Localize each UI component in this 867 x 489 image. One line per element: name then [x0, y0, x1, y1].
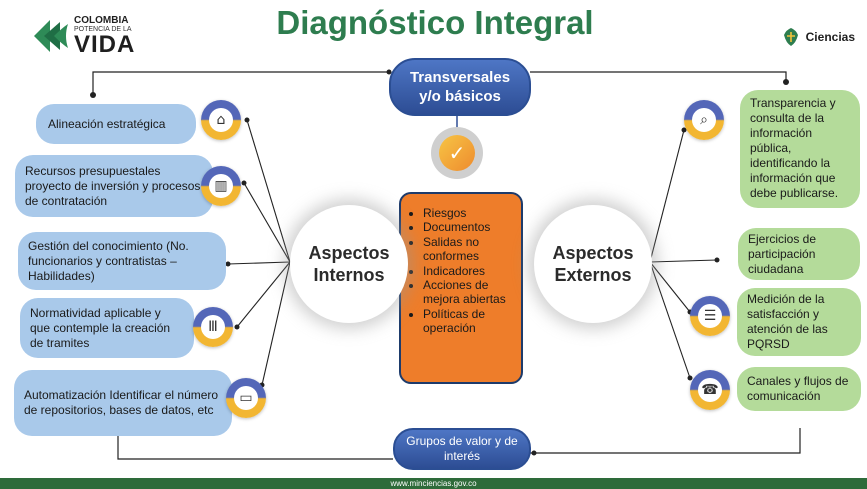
- column-pillar-icon: Ⅲ: [201, 315, 225, 339]
- internal-item-automatizacion: Automatización Identificar el número de …: [14, 370, 232, 436]
- external-item-canales: Canales y flujos de comunicación: [737, 367, 861, 411]
- footer-bar: www.minciencias.gov.co: [0, 478, 867, 489]
- magnifier-icon: ⌕: [692, 108, 716, 132]
- bar-chart-icon: ▥: [209, 174, 233, 198]
- center-items-list: Riesgos Documentos Salidas no conformes …: [409, 206, 515, 336]
- chat-bubbles-icon: ☰: [698, 304, 722, 328]
- top-left-connector: [92, 71, 388, 95]
- center-item: Políticas de operación: [423, 307, 515, 336]
- grupos-de-valor-node: Grupos de valor y de interés: [393, 428, 531, 470]
- center-item: Salidas no conformes: [423, 235, 515, 264]
- external-item-icon-4: ☎: [690, 370, 730, 410]
- center-item: Riesgos: [423, 206, 515, 220]
- ciencias-logo: Ciencias: [780, 26, 855, 48]
- page-title: Diagnóstico Integral: [276, 4, 594, 41]
- internal-item-recursos: Recursos presupuestales proyecto de inve…: [15, 155, 213, 217]
- check-badge: ✓: [431, 127, 483, 179]
- logo-mark-icon: [34, 20, 68, 52]
- transversales-node: Transversales y/o básicos: [389, 58, 531, 116]
- external-item-icon-1: ⌕: [684, 100, 724, 140]
- internal-item-normatividad: Normatividad aplicable y que contemple l…: [20, 298, 194, 358]
- logo-line2: POTENCIA DE LA: [74, 26, 132, 33]
- logo-line3: VIDA: [74, 31, 136, 58]
- coat-of-arms-icon: [783, 28, 798, 46]
- checkmark-icon: ✓: [439, 135, 475, 171]
- aspectos-externos-circle: Aspectos Externos: [534, 205, 652, 323]
- center-item: Acciones de mejora abiertas: [423, 278, 515, 307]
- internal-item-icon-1: ⌂: [201, 100, 241, 140]
- footer-url: www.minciencias.gov.co: [390, 479, 477, 488]
- bottom-left-connector: [117, 436, 393, 460]
- external-item-medicion: Medición de la satisfacción y atención d…: [737, 288, 861, 356]
- ciencias-label: Ciencias: [805, 30, 855, 44]
- bottom-mid-dot: [531, 450, 537, 456]
- internal-item-gestion: Gestión del conocimiento (No. funcionari…: [18, 232, 226, 290]
- top-left-dot: [90, 92, 96, 98]
- external-item-participacion: Ejercicios de participación ciudadana: [738, 228, 860, 280]
- logo-line1: COLOMBIA: [74, 15, 129, 26]
- colombia-vida-logo: COLOMBIA POTENCIA DE LA VIDA: [30, 14, 180, 64]
- aspectos-internos-label: Aspectos Internos: [308, 242, 390, 286]
- top-right-dot: [783, 79, 789, 85]
- internal-item-icon-5: ▭: [226, 378, 266, 418]
- center-items-box: Riesgos Documentos Salidas no conformes …: [399, 192, 523, 384]
- laptop-icon: ▭: [234, 386, 258, 410]
- center-item: Indicadores: [423, 264, 515, 278]
- bottom-right-connector: [530, 428, 801, 454]
- top-right-connector: [530, 71, 787, 82]
- aspectos-internos-circle: Aspectos Internos: [290, 205, 408, 323]
- aspectos-externos-label: Aspectos Externos: [552, 242, 634, 286]
- internal-item-icon-2: ▥: [201, 166, 241, 206]
- internal-item-alineacion: Alineación estratégica: [36, 104, 196, 144]
- phone-icon: ☎: [698, 378, 722, 402]
- center-item: Documentos: [423, 220, 515, 234]
- external-item-transparencia: Transparencia y consulta de la informaci…: [740, 90, 860, 208]
- presentation-board-icon: ⌂: [209, 108, 233, 132]
- internal-item-icon-4: Ⅲ: [193, 307, 233, 347]
- external-item-icon-3: ☰: [690, 296, 730, 336]
